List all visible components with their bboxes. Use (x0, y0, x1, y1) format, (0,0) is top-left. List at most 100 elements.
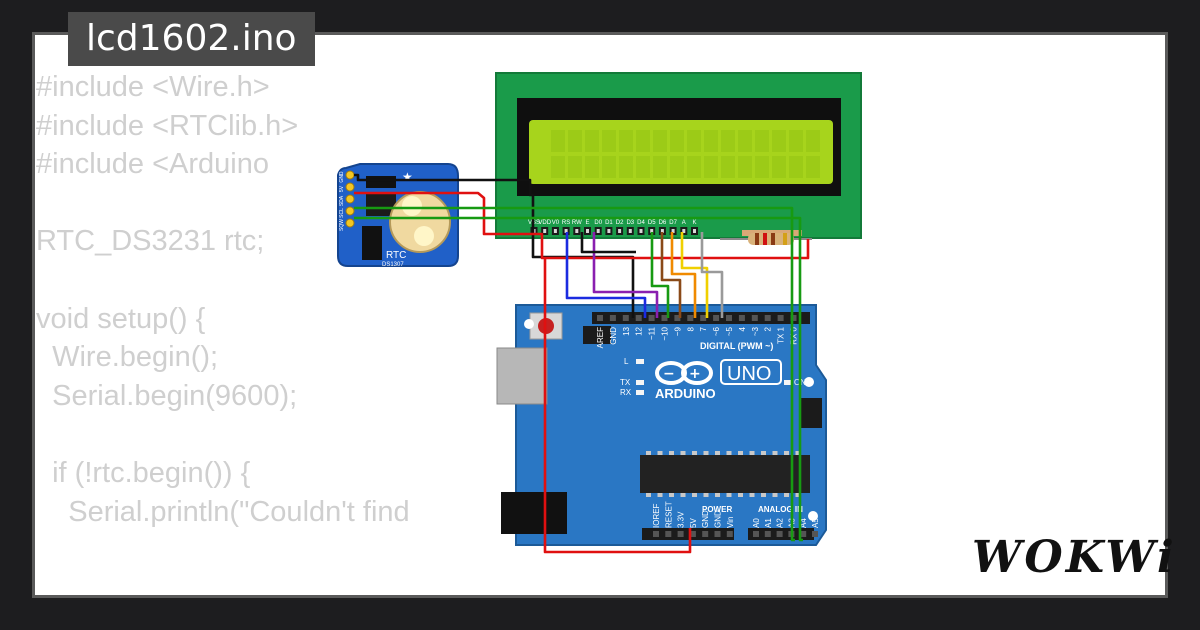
wire-sda (354, 206, 795, 542)
analog-pin[interactable] (812, 531, 818, 537)
resistor-band (755, 233, 759, 245)
power-pin[interactable] (689, 531, 696, 537)
chip-pin (749, 493, 755, 497)
digital-pin[interactable] (790, 315, 797, 321)
code-line: void setup() { (36, 302, 206, 335)
digital-pin[interactable] (764, 315, 771, 321)
minus-icon: − (663, 366, 675, 382)
pin-label: 3.3V (677, 511, 686, 528)
code-line: Serial.begin(9600); (36, 379, 298, 412)
battery-shine (414, 226, 434, 246)
chip-pin (715, 451, 720, 455)
analog-pin[interactable] (800, 531, 807, 537)
analog-pin[interactable] (776, 531, 783, 537)
arduino-uno[interactable]: − + UNO ARDUINO DIGITAL (PWM ~) POWER AN… (496, 304, 827, 546)
wire-rs (565, 232, 647, 318)
lcd-cell (755, 156, 769, 178)
lcd-pin-label: VDD (538, 220, 551, 226)
digital-pin[interactable] (648, 315, 655, 321)
chip-pin (761, 493, 766, 497)
lcd-cell (585, 130, 599, 152)
lcd-pin-label: D1 (605, 220, 613, 226)
chip-pin (738, 493, 743, 497)
digital-pin[interactable] (751, 315, 758, 321)
pin-label: 7 (699, 326, 708, 331)
digital-pin[interactable] (609, 315, 616, 321)
resistor-band (783, 233, 787, 245)
led-label: L (624, 357, 629, 366)
lcd-cell (551, 130, 565, 152)
mount-hole (524, 319, 534, 329)
rtc-pin[interactable] (345, 170, 355, 180)
power-pin[interactable] (702, 531, 709, 537)
wire-d4 (650, 232, 670, 318)
chip-pin (669, 493, 674, 497)
wire-5v-backlight (545, 239, 810, 260)
lcd-cell (636, 130, 650, 152)
lcd-cell (653, 130, 667, 152)
analog-pin[interactable] (764, 531, 771, 537)
digital-pin[interactable] (661, 315, 668, 321)
pin-label: 2 (764, 326, 773, 331)
power-header-label: POWER (702, 505, 732, 514)
digital-pin[interactable] (726, 315, 732, 321)
chip-pins (646, 451, 801, 497)
digital-pin[interactable] (738, 315, 745, 321)
pin-label: Vin (726, 517, 735, 528)
digital-pin[interactable] (622, 315, 629, 321)
lcd-cell (738, 156, 752, 178)
lcd-cell (738, 130, 752, 152)
pin-label: ~3 (751, 326, 760, 336)
chip-pin (795, 493, 801, 497)
digital-header-label: DIGITAL (PWM ~) (700, 341, 773, 351)
uno-badge (720, 359, 782, 385)
rtc-pin[interactable] (345, 182, 355, 192)
uno-label: UNO (727, 363, 771, 385)
digital-pin[interactable] (597, 315, 603, 321)
lcd-pin-contact (628, 229, 632, 233)
lcd-cell (602, 156, 616, 178)
power-pin[interactable] (653, 531, 659, 537)
digital-pin[interactable] (687, 315, 694, 321)
led-on (784, 380, 792, 385)
chip-pin (703, 451, 709, 455)
resistor-band (763, 233, 767, 245)
code-line: Wire.begin(); (36, 341, 219, 374)
chip-pin (738, 451, 743, 455)
wire-5v (354, 191, 692, 554)
digital-pin[interactable] (635, 315, 642, 321)
chip-pin (772, 451, 778, 455)
digital-pin[interactable] (700, 315, 707, 321)
rtc-pin[interactable] (345, 194, 355, 204)
wire-d5 (660, 232, 682, 318)
pin-label: GND (714, 510, 723, 528)
lcd-cell (772, 156, 786, 178)
lcd-cell (568, 130, 582, 152)
rtc-pin[interactable] (345, 218, 355, 228)
pin-label: A4 (799, 518, 808, 528)
rtc-ic (366, 194, 396, 216)
lcd-pin-label: D7 (669, 220, 677, 226)
lcd-pin-label: K (692, 220, 696, 226)
digital-pin[interactable] (713, 315, 720, 321)
lcd-pin-contact (575, 229, 579, 233)
digital-pin[interactable] (674, 315, 681, 321)
power-pin[interactable] (714, 531, 721, 537)
digital-pin[interactable] (777, 315, 784, 321)
rtc-pin[interactable] (345, 206, 355, 216)
power-pin[interactable] (726, 531, 733, 537)
lcd-cell (602, 130, 616, 152)
lcd-pin-contact (660, 229, 664, 233)
power-pin[interactable] (677, 531, 684, 537)
pin-label: GND (609, 327, 618, 345)
resistor[interactable] (720, 233, 812, 245)
power-pin[interactable] (665, 531, 672, 537)
analog-pin[interactable] (753, 531, 759, 537)
pin-label: 13 (622, 326, 631, 335)
lcd-cell (687, 130, 701, 152)
lcd-pin-contact (543, 229, 547, 233)
pin-label: A0 (752, 518, 761, 528)
